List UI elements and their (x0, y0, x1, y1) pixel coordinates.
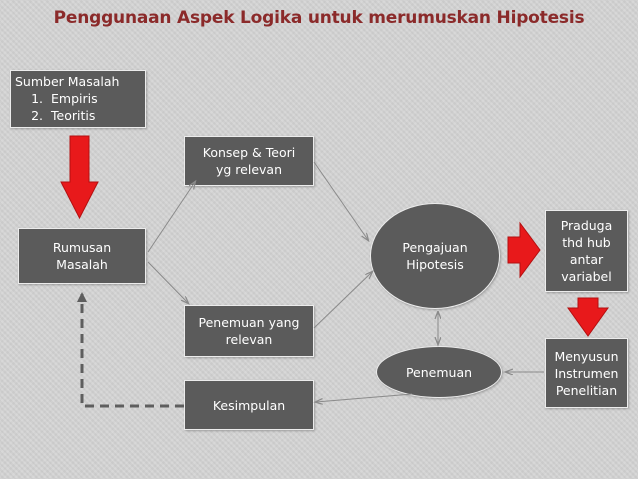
node-praduga-line: thd hub (562, 235, 611, 250)
node-praduga-line: variabel (561, 269, 612, 284)
node-penemuan: Penemuan (376, 346, 502, 398)
node-sumber-masalah-item: Empiris (47, 90, 98, 107)
node-rumusan-masalah-line: Rumusan (52, 240, 112, 255)
node-konsep-teori-line: yg relevan (215, 162, 282, 177)
node-sumber-masalah: Sumber Masalah Empiris Teoritis (10, 70, 146, 128)
node-konsep-teori-line: Konsep & Teori (202, 145, 296, 160)
connector-line (147, 261, 188, 303)
node-menyusun-instrumen-line: Menyusun (554, 348, 619, 364)
node-kesimpulan-line: Kesimpulan (212, 397, 286, 413)
node-pengajuan-hipotesis-line: Pengajuan (402, 240, 468, 255)
node-praduga-line: Praduga (560, 218, 613, 233)
node-pengajuan-hipotesis: Pengajuan Hipotesis (370, 203, 500, 309)
node-praduga-line: antar (569, 252, 604, 267)
node-penemuan-line: Penemuan (405, 364, 473, 380)
node-sumber-masalah-list: Empiris Teoritis (15, 90, 98, 124)
connector-line (147, 182, 195, 253)
node-praduga: Praduga thd hub antar variabel (545, 210, 628, 292)
node-konsep-teori: Konsep & Teori yg relevan (184, 136, 314, 186)
node-kesimpulan: Kesimpulan (184, 380, 314, 430)
block-arrow-right-icon (507, 221, 541, 279)
node-penemuan-relevan: Penemuan yang relevan (184, 305, 314, 357)
node-penemuan-relevan-line: relevan (225, 332, 273, 347)
node-menyusun-instrumen-line: Penelitian (555, 382, 618, 398)
block-arrow-down-icon (567, 297, 609, 337)
node-rumusan-masalah: Rumusan Masalah (18, 228, 146, 284)
connector-line (316, 393, 413, 402)
node-rumusan-masalah-line: Masalah (56, 257, 108, 272)
node-sumber-masalah-item: Teoritis (47, 107, 98, 124)
node-menyusun-instrumen: Menyusun Instrumen Penelitian (545, 338, 628, 408)
connector-line (313, 161, 368, 240)
node-menyusun-instrumen-line: Instrumen (554, 365, 619, 381)
diagram-title: Penggunaan Aspek Logika untuk merumuskan… (53, 8, 585, 28)
node-sumber-masalah-heading: Sumber Masalah (15, 74, 120, 89)
node-penemuan-relevan-line: Penemuan yang (198, 315, 300, 330)
connector-line (313, 272, 372, 329)
dashed-connector-line (77, 292, 184, 408)
node-pengajuan-hipotesis-line: Hipotesis (406, 257, 464, 272)
block-arrow-down-icon (60, 135, 99, 220)
